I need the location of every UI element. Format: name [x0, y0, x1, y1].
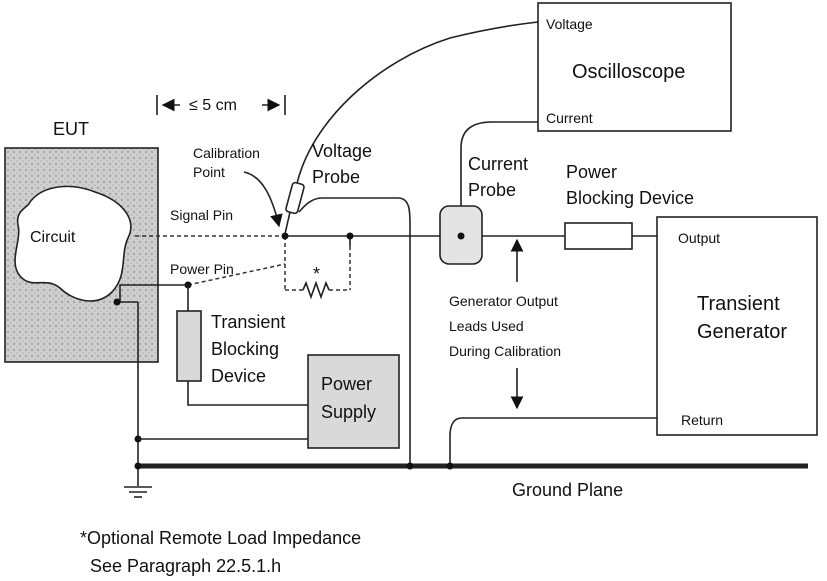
tbd-label-2: Blocking [211, 339, 279, 359]
optional-load [284, 236, 351, 300]
power-pin-label: Power Pin [170, 261, 234, 277]
voltage-probe-label-1: Voltage [312, 141, 372, 161]
transient-blocking-device [176, 310, 202, 382]
output-label: Output [678, 230, 720, 246]
footnote-line-2: See Paragraph 22.5.1.h [90, 556, 281, 576]
power-supply-label-1: Power [321, 374, 372, 394]
oscilloscope-box [537, 2, 732, 132]
current-probe-cable [460, 121, 538, 236]
signal-pin-label: Signal Pin [170, 207, 233, 223]
calibration-point-label-1: Calibration [193, 145, 260, 161]
voltage-probe-label-2: Probe [312, 167, 360, 187]
osc-current-label: Current [546, 110, 593, 126]
current-probe-label-1: Current [468, 154, 528, 174]
ground-symbol [124, 466, 152, 498]
gen-leads-label-2: Leads Used [449, 318, 524, 334]
tbd-to-ps [187, 381, 308, 406]
return-lead [449, 417, 657, 466]
power-blocking-device [564, 222, 633, 250]
eut-ground-node [113, 298, 121, 306]
pbd-label-1: Power [566, 162, 617, 182]
current-probe-node [457, 232, 465, 240]
distance-marker [156, 95, 286, 115]
power-supply-label-2: Supply [321, 402, 376, 422]
ground-node-eut [134, 462, 142, 470]
signal-node-right [346, 232, 354, 240]
voltage-probe-cable [295, 21, 539, 189]
calibration-arrow [243, 171, 283, 228]
ground-plane-label: Ground Plane [512, 480, 623, 500]
power-supply-box [307, 354, 400, 449]
power-line-dashed [187, 263, 286, 286]
footnote-line-1: *Optional Remote Load Impedance [80, 528, 361, 548]
transient-gen-label-1: Transient [697, 293, 780, 315]
optional-load-marker: * [313, 264, 320, 284]
circuit-blob [14, 185, 132, 302]
eut-label: EUT [53, 119, 89, 139]
circuit-label: Circuit [30, 229, 76, 246]
probe-ground-node [406, 462, 414, 470]
gen-leads-label-1: Generator Output [449, 293, 558, 309]
voltage-probe-body [285, 181, 305, 215]
transient-generator-box [656, 216, 818, 436]
signal-node-left [281, 232, 289, 240]
voltage-probe-ground [298, 197, 411, 466]
pbd-label-2: Blocking Device [566, 188, 694, 208]
gen-leads-label-3: During Calibration [449, 343, 561, 359]
return-label: Return [681, 412, 723, 428]
calibration-point-label-2: Point [193, 164, 225, 180]
osc-voltage-label: Voltage [546, 16, 593, 32]
oscilloscope-label: Oscilloscope [572, 61, 685, 83]
tbd-label-3: Device [211, 366, 266, 386]
voltage-probe-tip [284, 211, 291, 235]
transient-gen-label-2: Generator [697, 321, 787, 343]
power-line [119, 284, 188, 302]
return-ground-node [446, 462, 454, 470]
tbd-label-1: Transient [211, 312, 285, 332]
distance-label: ≤ 5 cm [189, 97, 237, 114]
current-probe-label-2: Probe [468, 180, 516, 200]
